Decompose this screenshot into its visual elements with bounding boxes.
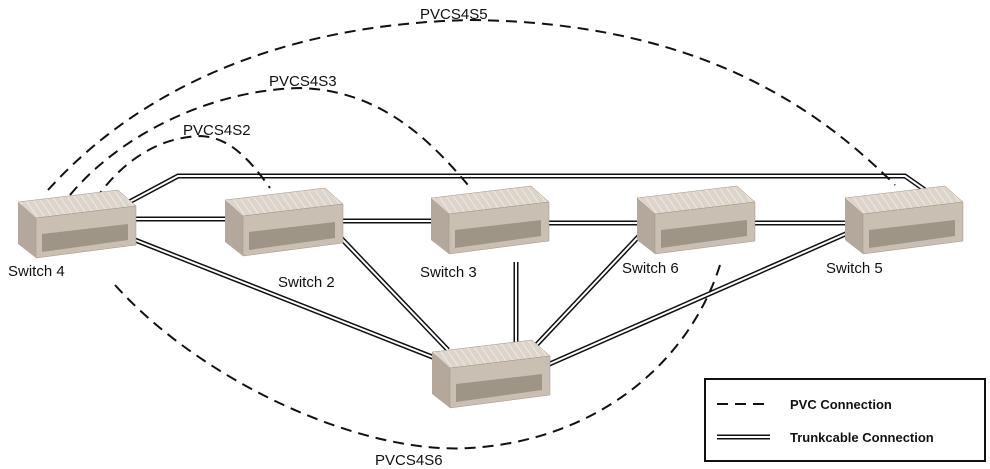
legend-pvc-label: PVC Connection bbox=[790, 397, 892, 412]
pvc-s4-s6-label: PVCS4S6 bbox=[375, 452, 443, 469]
legend-box bbox=[704, 378, 986, 462]
pvc-s4-s6-curve bbox=[114, 264, 721, 450]
switch-front bbox=[431, 198, 449, 254]
switch-front bbox=[18, 202, 36, 258]
switch-port-panel bbox=[42, 224, 128, 252]
trunk-inner-s4-s5 bbox=[117, 175, 926, 209]
trunk-links-inner bbox=[117, 175, 926, 367]
switch-s2[interactable] bbox=[224, 187, 344, 257]
switch-port-panel bbox=[661, 220, 747, 248]
switch-front bbox=[845, 198, 863, 254]
trunk-inner-s5-s1 bbox=[544, 231, 851, 367]
switch-s5[interactable] bbox=[844, 185, 964, 255]
switch-port-panel bbox=[455, 220, 541, 248]
legend-trunk-label: Trunkcable Connection bbox=[790, 430, 934, 445]
switch-5-label: Switch 5 bbox=[826, 260, 883, 277]
switch-2-label: Switch 2 bbox=[278, 274, 335, 291]
switch-port-panel bbox=[249, 222, 335, 250]
switch-front bbox=[225, 200, 243, 256]
pvc-s4-s5-label: PVCS4S5 bbox=[420, 6, 488, 23]
pvc-s4-s3-curve bbox=[69, 86, 469, 196]
switch-s3[interactable] bbox=[430, 185, 550, 255]
switch-s1[interactable] bbox=[431, 339, 551, 409]
trunk-inner-s6-s1 bbox=[524, 234, 641, 358]
switch-s6[interactable] bbox=[636, 185, 756, 255]
switch-s4[interactable] bbox=[17, 189, 137, 259]
switch-front bbox=[637, 198, 655, 254]
pvc-s4-s2-curve bbox=[94, 134, 271, 201]
pvc-links bbox=[47, 18, 896, 450]
switch-4-label: Switch 4 bbox=[8, 263, 65, 280]
switch-3-label: Switch 3 bbox=[420, 264, 477, 281]
switch-6-label: Switch 6 bbox=[622, 260, 679, 277]
switch-port-panel bbox=[456, 374, 542, 402]
legend: PVC Connection Trunkcable Connection bbox=[704, 378, 986, 462]
trunk-inner-s2-s1 bbox=[339, 236, 449, 351]
pvc-s4-s3-label: PVCS4S3 bbox=[269, 73, 337, 90]
trunk-inner-s4-s1 bbox=[134, 239, 441, 361]
switch-port-panel bbox=[869, 220, 955, 248]
pvc-s4-s2-label: PVCS4S2 bbox=[183, 122, 251, 139]
switch-front bbox=[432, 352, 450, 408]
pvc-s4-s5-curve bbox=[47, 18, 896, 191]
